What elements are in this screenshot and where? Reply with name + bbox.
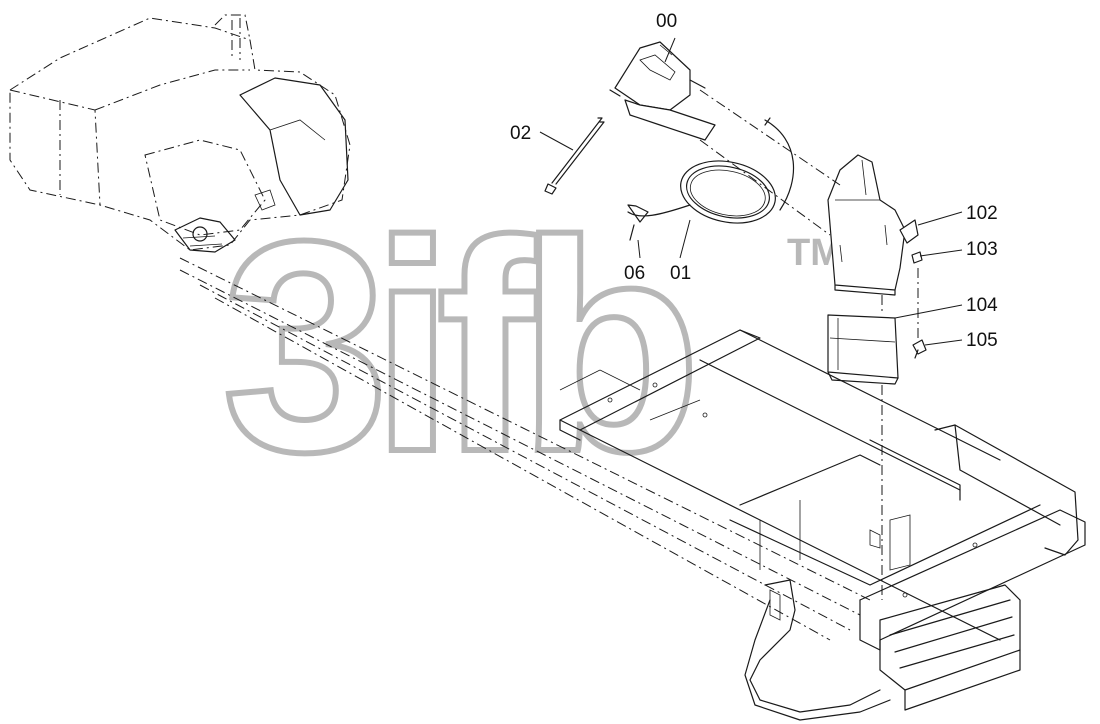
part-01-cable-coil <box>627 117 795 241</box>
callout-103: 103 <box>966 239 998 260</box>
callout-06: 06 <box>624 263 646 284</box>
engine-assembly-phantom <box>9 14 351 253</box>
callout-02: 02 <box>510 123 532 144</box>
part-104-cover <box>827 314 899 385</box>
part-102-bracket <box>827 154 919 296</box>
chassis-frame <box>179 257 1086 721</box>
watermark: 3ifb TM <box>219 175 842 517</box>
part-02-rod <box>544 117 605 195</box>
callout-104: 104 <box>966 295 998 316</box>
alignment-lines <box>699 89 919 600</box>
callout-00: 00 <box>656 11 678 32</box>
part-103-bolt <box>911 251 923 264</box>
leader-lines <box>539 37 963 346</box>
part-105-bolt <box>912 339 927 359</box>
callout-01: 01 <box>670 263 692 284</box>
callout-102: 102 <box>966 203 998 224</box>
callout-105: 105 <box>966 330 998 351</box>
part-00-housing <box>609 41 716 141</box>
watermark-logo-text: 3ifb <box>222 178 692 514</box>
